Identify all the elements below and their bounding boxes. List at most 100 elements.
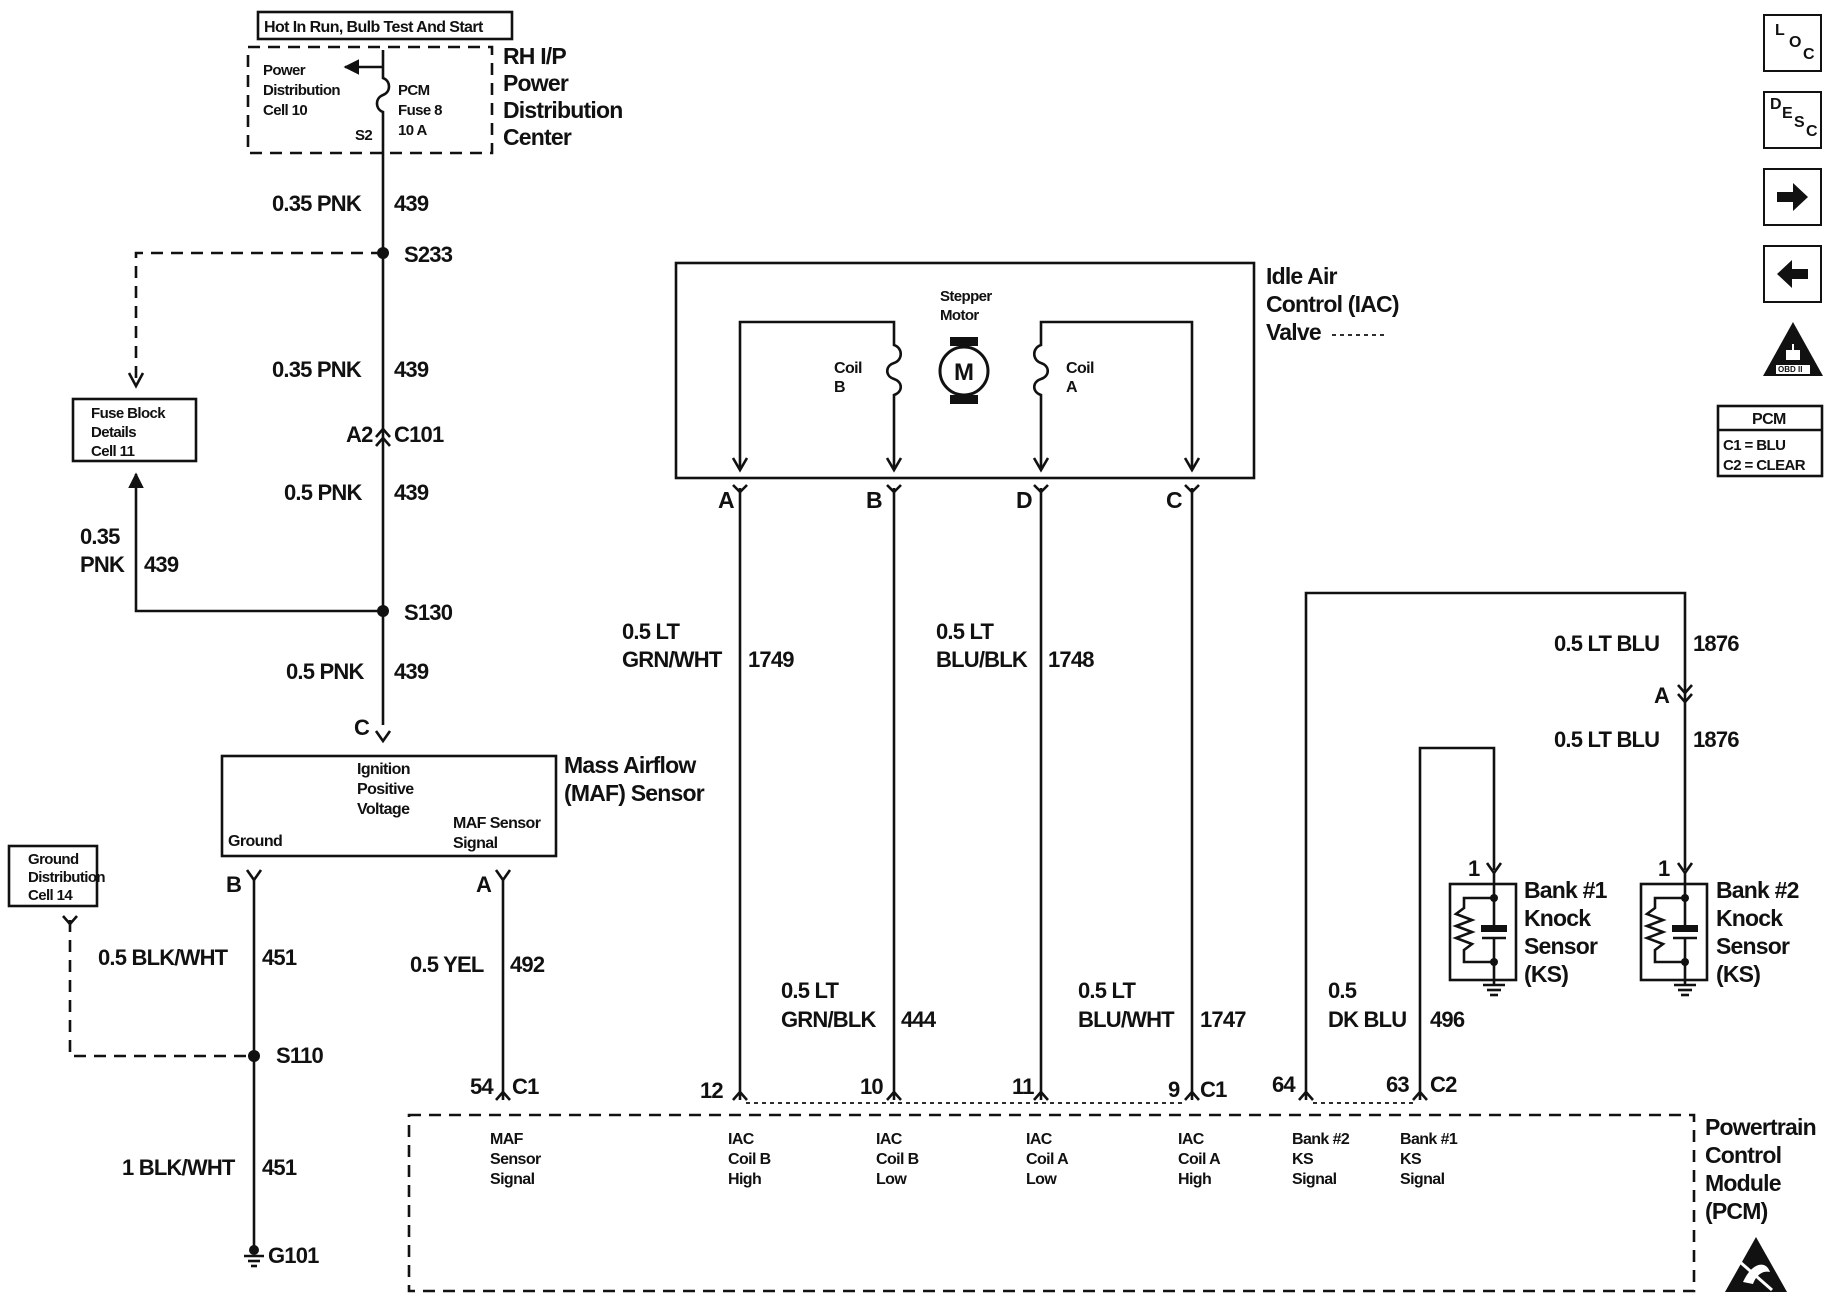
svg-text:M: M (954, 359, 974, 386)
svg-text:Bank #2: Bank #2 (1292, 1131, 1350, 1148)
svg-text:439: 439 (394, 191, 429, 216)
svg-text:PCM: PCM (398, 82, 430, 99)
svg-text:Coil A: Coil A (1026, 1151, 1069, 1168)
svg-text:Coil B: Coil B (876, 1151, 919, 1168)
svg-text:444: 444 (901, 1007, 937, 1032)
svg-text:C1: C1 (1200, 1077, 1227, 1102)
previous-button[interactable] (1763, 245, 1822, 303)
svg-text:S233: S233 (404, 242, 453, 267)
svg-text:S130: S130 (404, 600, 453, 625)
bank1-knock-sensor: 1 Bank #1 Knock Sensor (KS) (1448, 856, 1608, 997)
svg-text:IAC: IAC (1026, 1131, 1053, 1148)
svg-text:0.35: 0.35 (80, 524, 120, 549)
pcm-connectors: 54 C1 12 10 11 9 C1 64 63 C2 (470, 1072, 1458, 1104)
desc-button[interactable]: D E S C (1763, 91, 1822, 149)
svg-text:Signal: Signal (1400, 1171, 1445, 1188)
svg-text:C1 = BLU: C1 = BLU (1723, 437, 1785, 454)
svg-text:Control: Control (1705, 1142, 1781, 1168)
obd-ii-label: OBD II (1778, 365, 1803, 374)
svg-text:Signal: Signal (1292, 1171, 1337, 1188)
svg-text:12: 12 (700, 1078, 723, 1103)
pcm-connector-legend: PCM C1 = BLU C2 = CLEAR (1716, 404, 1824, 478)
svg-text:Signal: Signal (490, 1171, 535, 1188)
svg-text:PNK: PNK (80, 552, 125, 577)
svg-text:Cell 10: Cell 10 (263, 102, 307, 119)
svg-text:IAC: IAC (1178, 1131, 1205, 1148)
svg-text:Bank #2: Bank #2 (1716, 877, 1799, 903)
svg-text:Knock: Knock (1716, 905, 1783, 931)
svg-text:Distribution: Distribution (263, 82, 340, 99)
svg-text:439: 439 (394, 357, 429, 382)
svg-text:A2: A2 (346, 422, 373, 447)
svg-text:Cell 14: Cell 14 (28, 887, 73, 904)
svg-text:0.35 PNK: 0.35 PNK (272, 357, 362, 382)
svg-text:Bank #1: Bank #1 (1524, 877, 1608, 903)
svg-text:Module: Module (1705, 1170, 1781, 1196)
rh-ip-power-distribution-center: Power Distribution Cell 10 PCM Fuse 8 10… (246, 43, 623, 155)
svg-text:Coil: Coil (1066, 360, 1094, 377)
svg-text:1 BLK/WHT: 1 BLK/WHT (122, 1155, 236, 1180)
iac-circuits: 0.5 LT GRN/WHT 1749 0.5 LT BLU/BLK 1748 … (622, 484, 1247, 1100)
svg-text:1876: 1876 (1693, 727, 1739, 752)
svg-text:Sensor: Sensor (1716, 933, 1790, 959)
svg-text:10: 10 (860, 1074, 883, 1099)
pnk-feed-circuit-439: 0.35 PNK 439 S233 0.35 PNK 439 A2 C101 0… (272, 150, 454, 744)
svg-text:64: 64 (1272, 1072, 1296, 1097)
pcm-fuse-8-icon (375, 50, 391, 150)
svg-text:Fuse 8: Fuse 8 (398, 102, 442, 119)
svg-text:1748: 1748 (1048, 647, 1094, 672)
svg-text:1747: 1747 (1200, 1007, 1246, 1032)
svg-text:S110: S110 (276, 1043, 324, 1068)
svg-text:B: B (866, 487, 882, 513)
svg-text:C2: C2 (1430, 1072, 1457, 1097)
svg-text:A: A (1654, 683, 1670, 708)
loc-label-l: L (1775, 22, 1785, 39)
obd-ii-warning-icon (1763, 322, 1823, 376)
svg-text:(KS): (KS) (1524, 961, 1568, 987)
svg-text:Coil B: Coil B (728, 1151, 771, 1168)
svg-text:439: 439 (394, 480, 429, 505)
svg-text:1749: 1749 (748, 647, 794, 672)
esd-sensitive-icon (1725, 1237, 1787, 1292)
svg-text:KS: KS (1400, 1151, 1422, 1168)
svg-text:DK BLU: DK BLU (1328, 1007, 1406, 1032)
svg-text:Distribution: Distribution (28, 869, 105, 886)
loc-label-c: C (1803, 46, 1815, 63)
connector-c101 (375, 427, 391, 447)
ground-g101-icon (244, 1254, 264, 1268)
svg-text:Ignition: Ignition (357, 761, 410, 778)
svg-text:0.5 PNK: 0.5 PNK (286, 659, 364, 684)
svg-text:1: 1 (1468, 856, 1480, 881)
svg-text:Mass Airflow: Mass Airflow (564, 752, 696, 778)
svg-text:451: 451 (262, 1155, 297, 1180)
svg-text:(KS): (KS) (1716, 961, 1760, 987)
obd-ii-button[interactable]: OBD II (1762, 320, 1824, 378)
svg-text:Motor: Motor (940, 307, 979, 324)
svg-text:Ground: Ground (228, 833, 282, 850)
svg-text:S2: S2 (355, 127, 372, 144)
svg-text:PCM: PCM (1752, 411, 1786, 428)
svg-text:C101: C101 (394, 422, 444, 447)
svg-text:Distribution: Distribution (503, 97, 622, 123)
svg-text:0.5 YEL: 0.5 YEL (410, 952, 484, 977)
next-button[interactable] (1763, 168, 1822, 226)
svg-text:Power: Power (503, 70, 569, 96)
svg-text:Hot In Run, Bulb Test And Star: Hot In Run, Bulb Test And Start (264, 19, 484, 36)
svg-text:High: High (728, 1171, 761, 1188)
svg-text:0.5: 0.5 (1328, 978, 1357, 1003)
svg-text:496: 496 (1430, 1007, 1465, 1032)
svg-text:0.5 LT BLU: 0.5 LT BLU (1554, 727, 1659, 752)
svg-text:Power: Power (263, 62, 306, 79)
iac-pin-arrows (731, 457, 1201, 473)
svg-text:0.5 PNK: 0.5 PNK (284, 480, 362, 505)
svg-text:Details: Details (91, 424, 136, 441)
svg-text:Powertrain: Powertrain (1705, 1114, 1816, 1140)
svg-text:1876: 1876 (1693, 631, 1739, 656)
knock-sensor-circuits: 0.5 LT BLU 1876 A 0.5 LT BLU 1876 0.5 DK… (1304, 591, 1740, 1100)
svg-text:C: C (354, 715, 370, 740)
svg-text:IAC: IAC (876, 1131, 903, 1148)
svg-text:Sensor: Sensor (490, 1151, 541, 1168)
arrow-left-icon (1777, 260, 1808, 288)
loc-button[interactable]: L O C (1763, 14, 1822, 72)
